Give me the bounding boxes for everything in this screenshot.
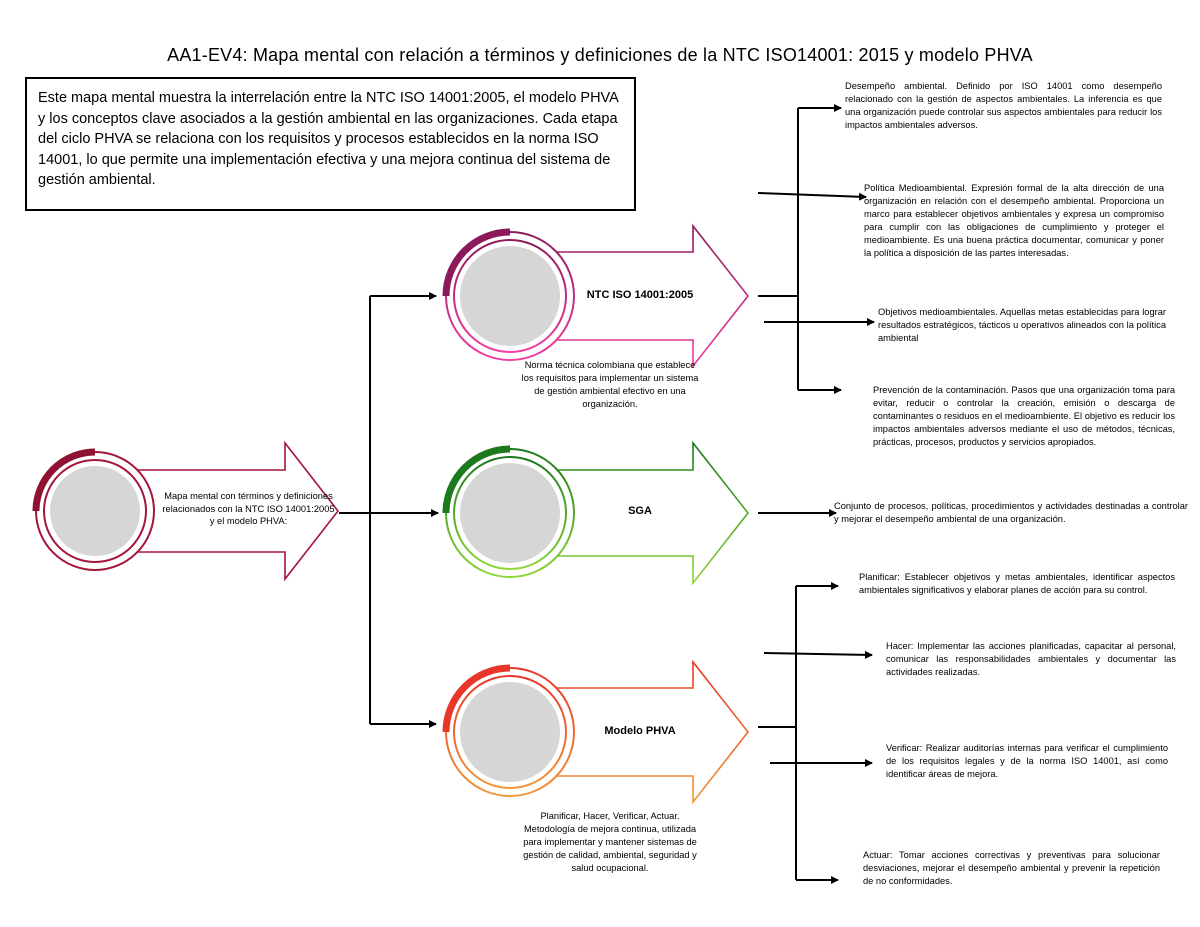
branch-ntc-iso [442, 223, 750, 369]
definition-planificar: Planificar: Establecer objetivos y metas… [859, 572, 1175, 595]
ntc-iso-ring-accent [442, 228, 511, 297]
definition-actuar: Actuar: Tomar acciones correctivas y pre… [863, 850, 1160, 886]
page-title: AA1-EV4: Mapa mental con relación a térm… [167, 45, 1033, 65]
phva-label: Modelo PHVA [604, 725, 676, 737]
definition-politica-medioambiental: Política Medioambiental. Expresión forma… [864, 183, 1164, 258]
phva-connectors [758, 582, 873, 884]
ntc-iso-connectors [757, 104, 875, 394]
ntc-iso-caption: Norma técnica colombiana que establece l… [521, 360, 699, 409]
branch-sga [442, 440, 750, 586]
definition-sga: Conjunto de procesos, políticas, procedi… [834, 501, 1188, 524]
definition-desempeno-ambiental: Desempeño ambiental. Definido por ISO 14… [845, 81, 1162, 130]
root-node-text: Mapa mental con términos y definiciones … [162, 491, 335, 526]
root-node [32, 440, 340, 582]
intro-box: Este mapa mental muestra la interrelació… [25, 77, 636, 211]
sga-label: SGA [628, 505, 652, 517]
phva-arrow [520, 659, 750, 805]
sga-arrow [520, 440, 750, 586]
ntc-iso-arrow [520, 223, 750, 369]
root-circle-fill [50, 466, 140, 556]
ntc-iso-circle-fill [460, 246, 560, 346]
definition-hacer: Hacer: Implementar las acciones planific… [886, 641, 1176, 677]
sga-ring-accent [442, 445, 511, 514]
root-connectors [339, 292, 439, 728]
phva-ring-accent [442, 664, 511, 733]
sga-circle-fill [460, 463, 560, 563]
definition-prevencion-contaminacion: Prevención de la contaminación. Pasos qu… [873, 385, 1175, 447]
phva-caption: Planificar, Hacer, Verificar, Actuar. Me… [523, 811, 697, 873]
definition-verificar: Verificar: Realizar auditorías internas … [886, 743, 1168, 779]
definition-objetivos-medioambientales: Objetivos medioambientales. Aquellas met… [878, 307, 1166, 343]
branch-phva [442, 659, 750, 805]
ntc-iso-label: NTC ISO 14001:2005 [586, 289, 694, 301]
root-ring-accent [32, 448, 96, 512]
phva-circle-fill [460, 682, 560, 782]
